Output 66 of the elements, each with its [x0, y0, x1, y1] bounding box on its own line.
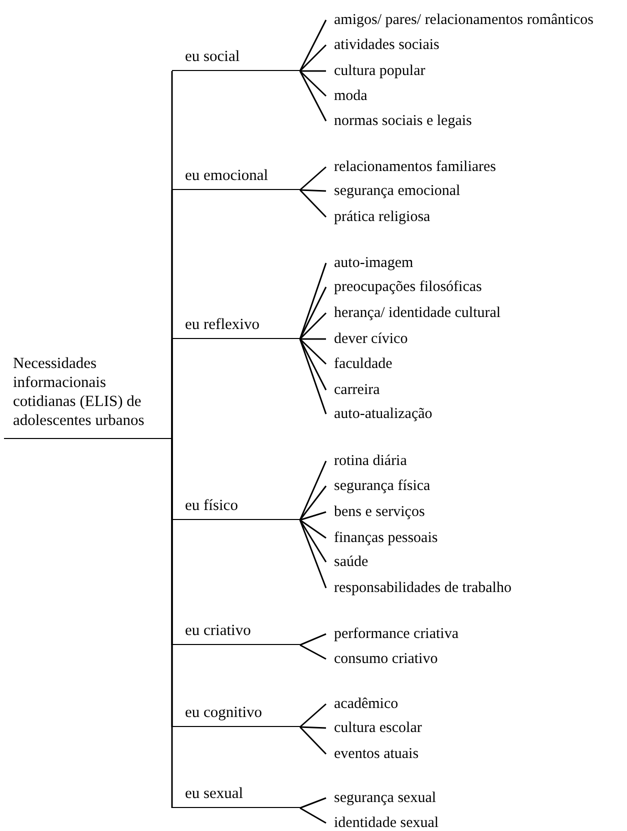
subcategory-label: segurança sexual — [326, 788, 436, 808]
connector-line — [299, 338, 327, 390]
connector-line — [300, 644, 326, 660]
subcategory-label: consumo criativo — [326, 649, 438, 669]
subcategory-label: finanças pessoais — [326, 528, 438, 548]
subcategory-label: relacionamentos familiares — [326, 157, 496, 177]
connector-line — [299, 189, 327, 218]
subcategory-label: herança/ identidade cultural — [326, 303, 501, 323]
subcategory-label: segurança física — [326, 476, 430, 496]
subcategory-label: auto-atualização — [326, 404, 432, 424]
connector-line — [300, 726, 326, 729]
root-label: Necessidades informacionais cotidianas (ELIS) de adolescentes urbanos — [4, 354, 172, 439]
connector-line — [300, 633, 326, 646]
connector-line — [299, 726, 327, 755]
category-label: eu físico — [172, 496, 300, 520]
category-label: eu criativo — [172, 621, 300, 645]
connector-line — [300, 703, 326, 728]
subcategory-label: eventos atuais — [326, 744, 419, 764]
subcategory-label: segurança emocional — [326, 181, 460, 201]
subcategory-label: bens e serviços — [326, 502, 425, 522]
connector-line — [171, 439, 173, 808]
connector-line — [299, 70, 327, 97]
subcategory-label: dever cívico — [326, 329, 408, 349]
category-label: eu cognitivo — [172, 703, 300, 727]
subcategory-label: responsabilidades de trabalho — [326, 578, 512, 598]
connector-line — [299, 44, 327, 72]
connector-line — [299, 70, 327, 122]
connector-line — [299, 338, 327, 365]
connector-line — [299, 262, 327, 340]
subcategory-label: carreira — [326, 380, 380, 400]
subcategory-label: cultura escolar — [326, 718, 422, 738]
connector-line — [300, 166, 326, 191]
subcategory-label: rotina diária — [326, 451, 407, 471]
connector-line — [300, 519, 326, 539]
connector-line — [300, 189, 326, 192]
subcategory-label: acadêmico — [326, 694, 398, 714]
connector-line — [171, 339, 173, 439]
connector-line — [299, 520, 327, 562]
connector-line — [300, 807, 326, 824]
subcategory-label: saúde — [326, 552, 368, 572]
subcategory-label: identidade sexual — [326, 813, 439, 831]
subcategory-label: faculdade — [326, 354, 392, 374]
category-label: eu sexual — [172, 784, 300, 808]
subcategory-label: atividades sociais — [326, 35, 440, 55]
category-label: eu emocional — [172, 166, 300, 190]
subcategory-label: auto-imagem — [326, 253, 414, 273]
connector-line — [300, 338, 326, 340]
connector-line — [299, 312, 327, 340]
category-label: eu reflexivo — [172, 315, 300, 339]
connector-line — [299, 338, 327, 414]
connector-line — [299, 460, 327, 520]
connector-line — [299, 520, 327, 588]
subcategory-label: amigos/ pares/ relacionamentos românticos — [326, 10, 594, 30]
connector-line — [300, 511, 326, 521]
category-label: eu social — [172, 47, 300, 71]
subcategory-label: moda — [326, 86, 368, 106]
connector-line — [299, 486, 327, 520]
connector-line — [300, 70, 326, 72]
subcategory-label: preocupações filosóficas — [326, 277, 482, 297]
subcategory-label: prática religiosa — [326, 207, 430, 227]
subcategory-label: performance criativa — [326, 624, 459, 644]
connector-line — [299, 286, 327, 340]
connector-line — [300, 797, 326, 809]
connector-line — [299, 20, 327, 72]
subcategory-label: cultura popular — [326, 61, 426, 81]
subcategory-label: normas sociais e legais — [326, 111, 472, 131]
